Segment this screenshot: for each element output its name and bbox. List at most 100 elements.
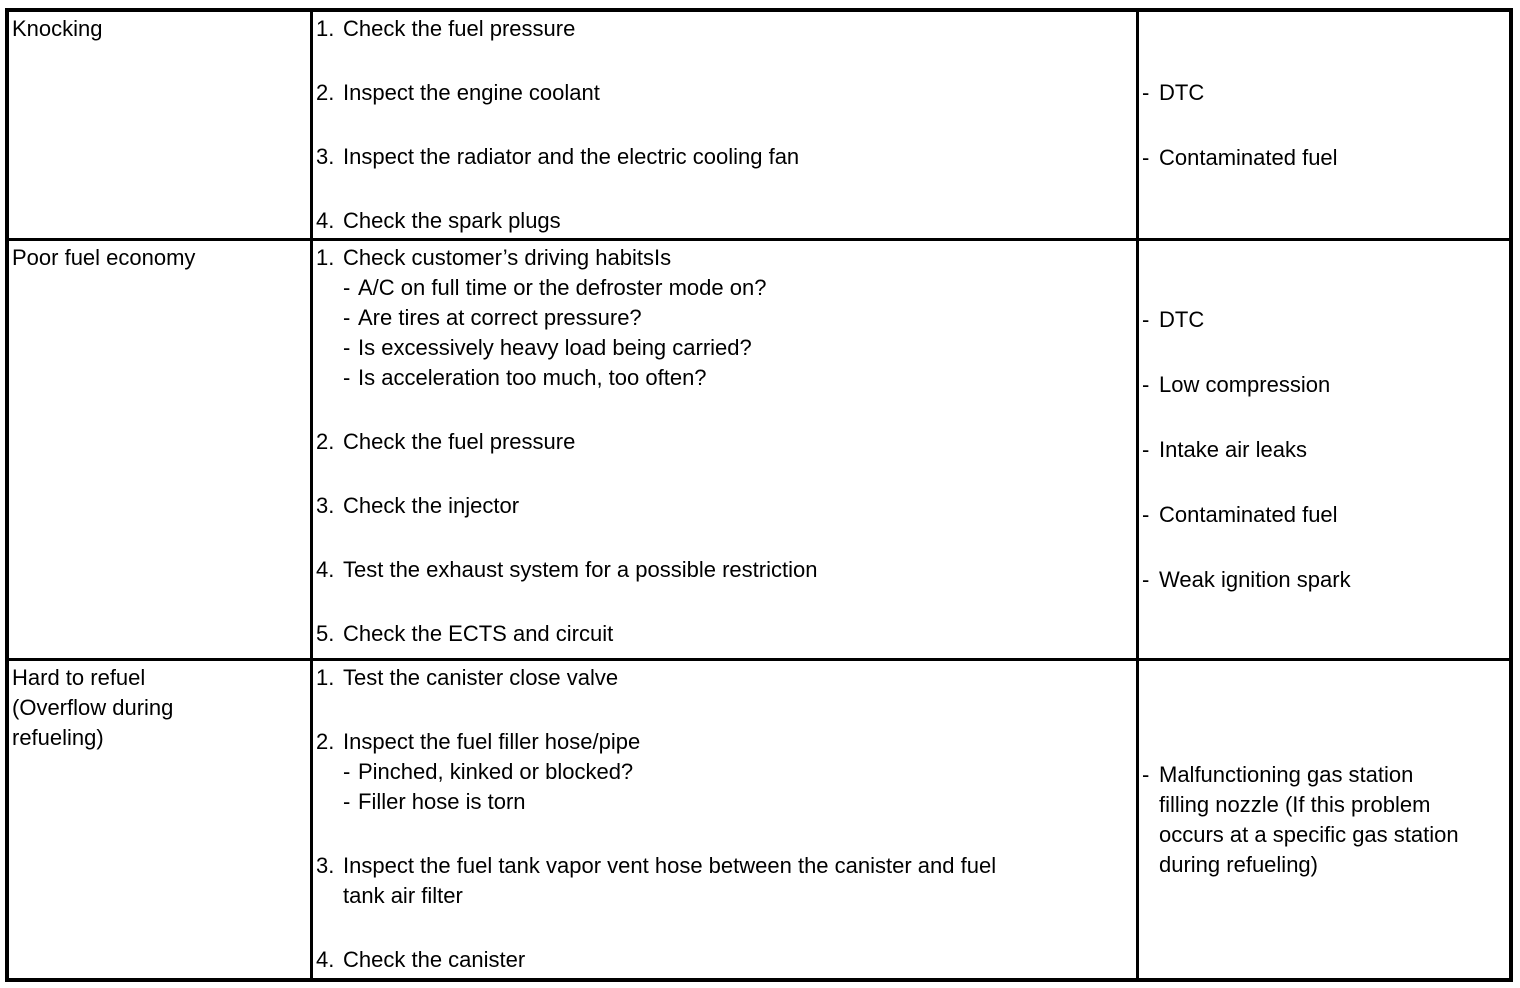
cause-text-line: Malfunctioning gas station xyxy=(1159,761,1414,787)
sub-item-text: Is excessively heavy load being carried? xyxy=(358,335,752,360)
item-number: 1. xyxy=(316,16,335,41)
symptom-cell-hard-to-refuel: Hard to refuel (Overflow during refuelin… xyxy=(9,661,313,978)
symptom-cell-knocking: Knocking xyxy=(9,12,313,241)
symptom-cell-poor-fuel-economy: Poor fuel economy xyxy=(9,241,313,661)
item-number: 1. xyxy=(316,665,335,690)
item-text: Test the exhaust system for a possible r… xyxy=(343,557,818,582)
inspection-item: 3. Inspect the radiator and the electric… xyxy=(316,142,1132,172)
sub-item: - Is acceleration too much, too often? xyxy=(343,363,1132,393)
item-text: Inspect the radiator and the electric co… xyxy=(343,144,800,169)
item-number: 3. xyxy=(316,144,335,169)
troubleshooting-table: Knocking 1. Check the fuel pressure 2. I… xyxy=(5,8,1513,982)
inspection-cell-hard-to-refuel: 1. Test the canister close valve 2. Insp… xyxy=(313,661,1139,978)
inspection-item: 2. Inspect the engine coolant xyxy=(316,78,1132,108)
inspection-item: 4. Check the spark plugs xyxy=(316,206,1132,236)
cause-item: - DTC xyxy=(1142,305,1505,335)
dash-marker: - xyxy=(343,759,351,784)
dash-marker: - xyxy=(1142,436,1150,462)
dash-marker: - xyxy=(343,365,351,390)
inspection-item: 4. Check the canister xyxy=(316,945,1132,975)
symptom-text-line: Hard to refuel xyxy=(12,665,146,690)
sub-item: - Filler hose is torn xyxy=(343,787,1132,817)
inspection-item: 3. Check the injector xyxy=(316,491,1132,521)
inspection-item: 3. Inspect the fuel tank vapor vent hose… xyxy=(316,851,1132,911)
item-number: 1. xyxy=(316,245,335,270)
item-number: 2. xyxy=(316,80,335,105)
item-number: 5. xyxy=(316,621,335,646)
causes-cell-poor-fuel-economy: - DTC - Low compression - Intake air lea… xyxy=(1139,241,1509,661)
sub-item: - Is excessively heavy load being carrie… xyxy=(343,333,1132,363)
cause-text-line: Intake air leaks xyxy=(1159,436,1307,462)
dash-marker: - xyxy=(343,789,351,814)
item-number: 4. xyxy=(316,947,335,972)
symptom-text: Poor fuel economy xyxy=(12,245,196,270)
inspection-item: 5. Check the ECTS and circuit xyxy=(316,619,1132,649)
inspection-item: 1. Check the fuel pressure xyxy=(316,14,1132,44)
sub-item: - A/C on full time or the defroster mode… xyxy=(343,273,1132,303)
item-text: Check the canister xyxy=(343,947,526,972)
item-text: Test the canister close valve xyxy=(343,665,619,690)
cause-text-line: DTC xyxy=(1159,306,1205,332)
inspection-item: 2. Check the fuel pressure xyxy=(316,427,1132,457)
dash-marker: - xyxy=(343,275,351,300)
item-text: Inspect the engine coolant xyxy=(343,80,600,105)
item-text: Check the ECTS and circuit xyxy=(343,621,614,646)
sub-item-text: A/C on full time or the defroster mode o… xyxy=(358,275,767,300)
cause-item: - Weak ignition spark xyxy=(1142,565,1505,595)
causes-cell-knocking: - DTC - Contaminated fuel xyxy=(1139,12,1509,241)
cause-text-line: occurs at a specific gas station xyxy=(1159,821,1459,847)
cause-item: - Contaminated fuel xyxy=(1142,143,1505,173)
item-text: Check the fuel pressure xyxy=(343,16,576,41)
item-text-line: Inspect the fuel tank vapor vent hose be… xyxy=(343,853,997,878)
inspection-item: 1. Test the canister close valve xyxy=(316,663,1132,693)
symptom-text: Knocking xyxy=(12,16,103,41)
sub-item-text: Filler hose is torn xyxy=(358,789,526,814)
inspection-cell-poor-fuel-economy: 1. Check customer’s driving habitsIs - A… xyxy=(313,241,1139,661)
inspection-item: 1. Check customer’s driving habitsIs - A… xyxy=(316,243,1132,393)
inspection-item: 2. Inspect the fuel filler hose/pipe - P… xyxy=(316,727,1132,817)
item-number: 3. xyxy=(316,853,335,878)
symptom-text-line: refueling) xyxy=(12,725,104,750)
dash-marker: - xyxy=(1142,761,1150,787)
cause-text-line: DTC xyxy=(1159,79,1205,105)
item-text: Check the spark plugs xyxy=(343,208,561,233)
cause-text-line: Contaminated fuel xyxy=(1159,144,1338,170)
cause-text-line: Low compression xyxy=(1159,371,1331,397)
cause-text-line: Weak ignition spark xyxy=(1159,566,1351,592)
cause-text-line: filling nozzle (If this problem xyxy=(1159,791,1431,817)
item-text-line: tank air filter xyxy=(343,883,463,908)
item-number: 3. xyxy=(316,493,335,518)
dash-marker: - xyxy=(1142,79,1150,105)
inspection-item: 4. Test the exhaust system for a possibl… xyxy=(316,555,1132,585)
cause-item: - Malfunctioning gas station filling noz… xyxy=(1142,760,1505,880)
dash-marker: - xyxy=(1142,501,1150,527)
cause-text-line: during refueling) xyxy=(1159,851,1318,877)
dash-marker: - xyxy=(343,305,351,330)
symptom-text-line: (Overflow during xyxy=(12,695,174,720)
item-text: Check the fuel pressure xyxy=(343,429,576,454)
dash-marker: - xyxy=(1142,144,1150,170)
inspection-cell-knocking: 1. Check the fuel pressure 2. Inspect th… xyxy=(313,12,1139,241)
sub-item-text: Pinched, kinked or blocked? xyxy=(358,759,634,784)
sub-item: - Are tires at correct pressure? xyxy=(343,303,1132,333)
item-text: Check customer’s driving habitsIs xyxy=(343,245,672,270)
item-number: 4. xyxy=(316,557,335,582)
sub-item: - Pinched, kinked or blocked? xyxy=(343,757,1132,787)
item-text: Check the injector xyxy=(343,493,520,518)
causes-cell-hard-to-refuel: - Malfunctioning gas station filling noz… xyxy=(1139,661,1509,978)
sub-item-text: Is acceleration too much, too often? xyxy=(358,365,707,390)
cause-text-line: Contaminated fuel xyxy=(1159,501,1338,527)
sub-item-text: Are tires at correct pressure? xyxy=(358,305,642,330)
dash-marker: - xyxy=(1142,306,1150,332)
cause-item: - Intake air leaks xyxy=(1142,435,1505,465)
item-number: 4. xyxy=(316,208,335,233)
cause-item: - DTC xyxy=(1142,78,1505,108)
dash-marker: - xyxy=(343,335,351,360)
cause-item: - Contaminated fuel xyxy=(1142,500,1505,530)
dash-marker: - xyxy=(1142,371,1150,397)
item-number: 2. xyxy=(316,429,335,454)
dash-marker: - xyxy=(1142,566,1150,592)
item-text: Inspect the fuel filler hose/pipe xyxy=(343,729,641,754)
item-number: 2. xyxy=(316,729,335,754)
cause-item: - Low compression xyxy=(1142,370,1505,400)
